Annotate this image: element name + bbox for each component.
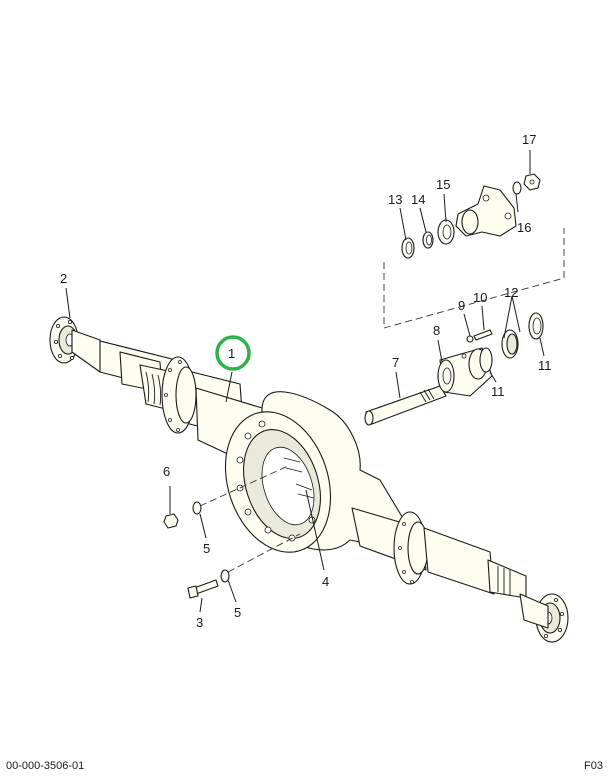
callout-9: 9 xyxy=(458,298,465,313)
callout-16: 16 xyxy=(517,220,531,235)
leader-lines xyxy=(65,150,545,613)
yoke xyxy=(455,185,517,237)
callout-6: 6 xyxy=(163,464,170,479)
callout-10: 10 xyxy=(473,290,487,305)
callout-14: 14 xyxy=(411,192,425,207)
install-line-upper xyxy=(199,465,289,507)
nut-17 xyxy=(512,173,541,195)
exploded-frame xyxy=(383,228,565,329)
right-axle-tube xyxy=(351,507,527,599)
carrier-flange xyxy=(437,347,493,397)
bolt-3 xyxy=(187,569,230,599)
bearings xyxy=(479,312,544,373)
callout-13: 13 xyxy=(388,192,402,207)
callout-labels: 1 2 3 4 5 5 6 7 8 9 10 11 11 12 13 14 15… xyxy=(60,132,552,630)
axle-housing xyxy=(195,387,405,553)
callout-5a: 5 xyxy=(203,541,210,556)
callout-17: 17 xyxy=(522,132,536,147)
callout-1: 1 xyxy=(228,346,235,361)
callout-3: 3 xyxy=(196,615,203,630)
right-hub-flange xyxy=(519,593,569,643)
highlight-ring xyxy=(215,335,251,371)
install-line-lower xyxy=(227,533,301,573)
callout-2: 2 xyxy=(60,271,67,286)
nut-6 xyxy=(163,501,202,529)
input-shaft xyxy=(364,385,447,426)
callout-15: 15 xyxy=(436,177,450,192)
bolt-10 xyxy=(466,329,493,343)
left-hub-flange xyxy=(49,316,101,373)
callout-8: 8 xyxy=(433,323,440,338)
seal-rings xyxy=(401,219,455,259)
figure-code: F03 xyxy=(584,760,603,772)
drawing-number: 00-000-3506-01 xyxy=(6,760,85,772)
callout-5b: 5 xyxy=(234,605,241,620)
callout-11b: 11 xyxy=(538,358,552,373)
callout-4: 4 xyxy=(322,574,329,589)
callout-12: 12 xyxy=(504,285,518,300)
tube-flange xyxy=(161,356,197,434)
callout-11a: 11 xyxy=(491,384,505,399)
callout-7: 7 xyxy=(392,355,399,370)
